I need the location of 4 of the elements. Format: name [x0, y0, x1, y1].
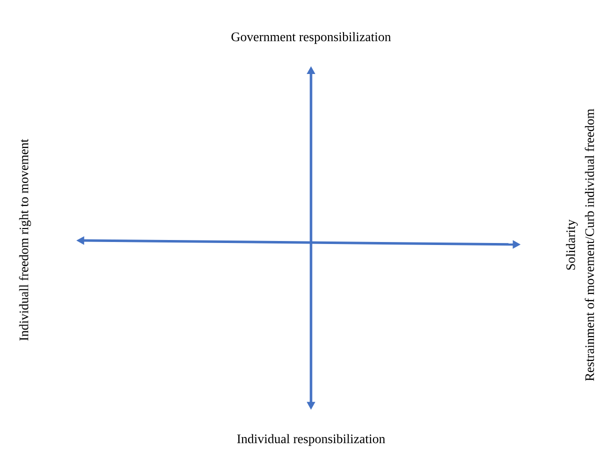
axis-label: Individuall freedom right to movement: [19, 138, 31, 341]
axis-label: Government responsibilization: [232, 32, 391, 44]
axis-label: Solidarity Restrainment of movement/Curb individual freedom: [566, 108, 594, 381]
axis-label: Individual responsibilization: [237, 434, 386, 446]
